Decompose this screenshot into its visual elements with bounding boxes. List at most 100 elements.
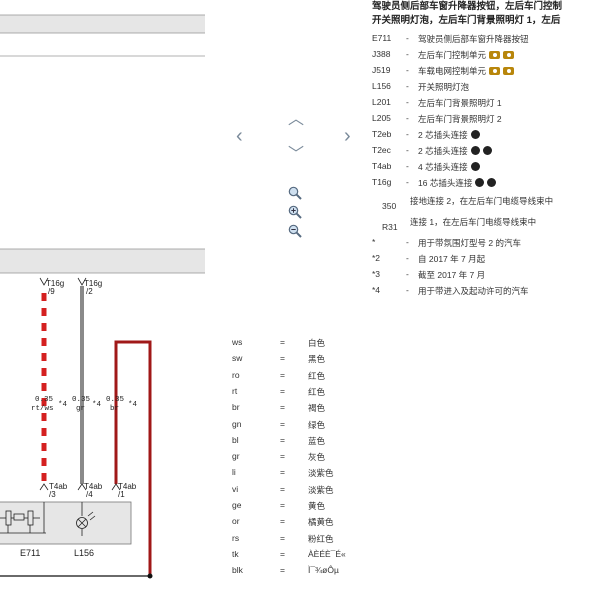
- legend-separator: -: [406, 97, 409, 107]
- connector-mark: [39, 483, 49, 491]
- color-code: vi: [232, 483, 239, 494]
- pan-down-button[interactable]: ﹀: [288, 146, 305, 163]
- legend-separator: -: [406, 33, 409, 43]
- upper-strip: [0, 14, 205, 34]
- color-equals: =: [280, 467, 285, 478]
- color-code: bl: [232, 434, 239, 445]
- legend-code: L201: [372, 97, 391, 107]
- connector-mark: [77, 483, 87, 491]
- legend-description: 开关照明灯泡: [418, 82, 470, 92]
- color-name: 褐色: [308, 403, 326, 414]
- lower-strip: [0, 248, 205, 274]
- legend-code: L205: [372, 113, 391, 123]
- connector-icon[interactable]: [475, 178, 485, 187]
- legend-separator: -: [406, 177, 409, 187]
- color-name: 蓝色: [308, 435, 326, 446]
- legend-description: 左后车门背景照明灯 2: [418, 114, 502, 124]
- legend-description: 2 芯插头连接: [418, 129, 480, 141]
- color-equals: =: [280, 402, 285, 413]
- connector-label: T4ab: [49, 482, 68, 491]
- color-equals: =: [280, 434, 285, 445]
- wire-color-label: rt/ws: [31, 405, 54, 413]
- connector-label: T4ab: [84, 482, 103, 491]
- legend-code: L156: [372, 81, 391, 91]
- pan-left-button[interactable]: ‹: [236, 125, 243, 147]
- zoom-in-icon[interactable]: [288, 205, 302, 219]
- camera-icon[interactable]: [503, 67, 515, 75]
- component-box: [0, 501, 132, 545]
- color-equals: =: [280, 385, 285, 396]
- wire-note-label: *4: [58, 401, 68, 409]
- color-name: 白色: [308, 338, 326, 348]
- color-equals: =: [280, 516, 285, 527]
- legend-description: 左后车门背景照明灯 1: [418, 98, 502, 108]
- camera-icon[interactable]: [489, 67, 501, 75]
- color-code: li: [232, 467, 236, 478]
- zoom-out-icon[interactable]: [288, 224, 302, 238]
- color-name: 淡紫色: [308, 468, 334, 479]
- connector-icon[interactable]: [487, 178, 497, 187]
- component-label-e711: E711: [20, 548, 40, 558]
- legend-description: 车载电网控制单元: [418, 65, 515, 77]
- legend-description: 用于带氛围灯型号 2 的汽车: [418, 238, 521, 248]
- color-code: ge: [232, 500, 242, 510]
- color-name: 黄色: [308, 501, 326, 511]
- color-equals: =: [280, 418, 285, 429]
- color-name: 红色: [308, 370, 326, 381]
- color-code: gn: [232, 418, 242, 429]
- color-code: rs: [232, 532, 240, 543]
- component-label-l156: L156: [74, 548, 94, 558]
- legend-code: *2: [372, 253, 381, 263]
- pin-label: /2: [86, 287, 93, 296]
- legend-separator: -: [406, 161, 409, 171]
- wire-size-label: 0.35: [35, 396, 54, 404]
- legend-code: *3: [372, 269, 381, 279]
- legend-description: 连接 1，在左后车门电缆导线束中: [410, 217, 537, 227]
- color-name: 灰色: [308, 452, 326, 463]
- ground-dot: [147, 573, 153, 579]
- color-equals: =: [280, 353, 285, 364]
- pan-up-button[interactable]: ︿: [288, 111, 305, 128]
- legend-separator: -: [406, 49, 409, 59]
- connector-label: T16g: [84, 279, 102, 288]
- legend-description: 用于带进入及起动许可的汽车: [418, 286, 529, 296]
- legend-separator: -: [406, 81, 409, 91]
- camera-icon[interactable]: [489, 51, 501, 59]
- color-code: tk: [232, 548, 239, 559]
- color-name: 绿色: [308, 419, 326, 430]
- camera-icon[interactable]: [503, 51, 515, 59]
- component-legend: 驾驶员侧后部车窗升降器按钮，左后车门控制 开关照明灯泡，左后车门背景照明灯 1，…: [372, 0, 605, 296]
- legend-separator: -: [406, 129, 409, 139]
- connector-icon[interactable]: [470, 162, 480, 171]
- legend-code: *: [372, 237, 376, 247]
- color-name: 粉红色: [308, 533, 334, 544]
- color-equals: =: [280, 337, 285, 347]
- connector-icon[interactable]: [470, 130, 480, 139]
- wire-size-label: 0.35: [72, 396, 91, 404]
- wire-color-label: br: [110, 405, 119, 413]
- pin-label: /3: [49, 490, 56, 499]
- legend-separator: -: [406, 113, 409, 123]
- pan-right-button[interactable]: ›: [344, 125, 351, 147]
- connector-icon[interactable]: [482, 146, 492, 155]
- legend-code: J519: [372, 65, 391, 75]
- connector-mark: [39, 277, 49, 286]
- wire-note-label: *4: [128, 401, 138, 409]
- color-equals: =: [280, 500, 285, 510]
- legend-separator: -: [406, 269, 409, 279]
- zoom-fit-icon[interactable]: [288, 186, 302, 200]
- wire-br: [114, 340, 152, 576]
- legend-description: 16 芯插头连接: [418, 177, 497, 189]
- legend-description: 4 芯插头连接: [418, 161, 480, 173]
- pin-label: /1: [118, 490, 125, 499]
- color-code: gr: [232, 451, 240, 462]
- color-name: Ì¯¾øÔµ: [308, 565, 339, 576]
- connector-icon[interactable]: [470, 146, 480, 155]
- connector-mark: [111, 483, 121, 491]
- legend-code: T4ab: [372, 161, 392, 171]
- legend-code: *4: [372, 285, 381, 295]
- e711-switch-symbol: [0, 502, 46, 534]
- legend-code: 350: [382, 201, 397, 211]
- color-code: br: [232, 402, 240, 413]
- legend-description: 截至 2017 年 7 月: [418, 270, 486, 280]
